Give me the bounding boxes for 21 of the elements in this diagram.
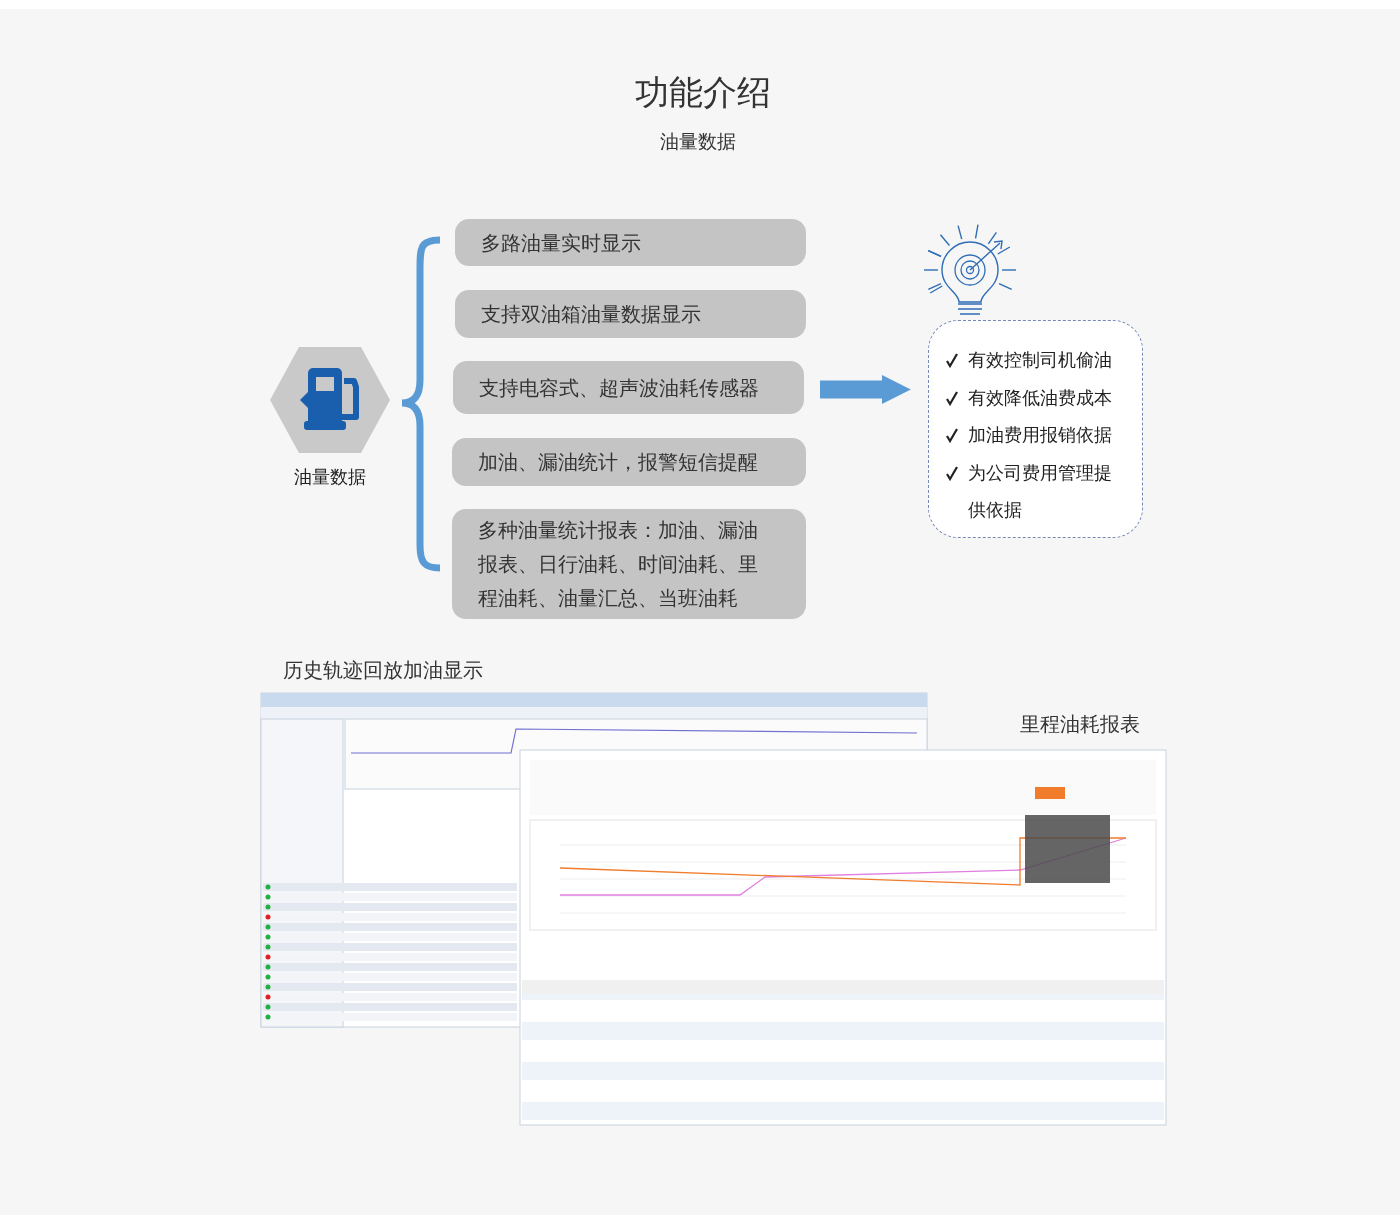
feature-box (452, 509, 806, 619)
feature-box (453, 361, 804, 414)
benefit-text: 加油费用报销依据 (968, 423, 1112, 447)
feature-box (455, 290, 806, 338)
benefit-text: 有效降低油费成本 (968, 385, 1112, 410)
feature-text: 多路油量实时显示 (481, 229, 641, 257)
screenshot-caption: 历史轨迹回放加油显示 (283, 657, 483, 684)
feature-text: 多种油量统计报表：加油、漏油报表、日行油耗、时间油耗、里程油耗、油量汇总、当班油耗 (478, 517, 759, 612)
feature-text: 支持双油箱油量数据显示 (481, 301, 701, 328)
title: 功能介绍 (635, 71, 771, 114)
feature-box (455, 219, 806, 266)
screenshot-caption: 里程油耗报表 (1020, 711, 1140, 738)
node-label: 油量数据 (293, 465, 367, 489)
subtitle: 油量数据 (660, 129, 736, 154)
feature-text: 支持电容式、超声波油耗传感器 (479, 374, 759, 402)
benefit-text: 为公司费用管理提供依据 (968, 460, 1112, 522)
feature-box (452, 438, 806, 486)
benefit-text: 有效控制司机偷油 (968, 348, 1112, 372)
feature-text: 加油、漏油统计，报警短信提醒 (478, 449, 758, 476)
arrow (820, 375, 911, 404)
benefits-panel (928, 320, 1143, 538)
